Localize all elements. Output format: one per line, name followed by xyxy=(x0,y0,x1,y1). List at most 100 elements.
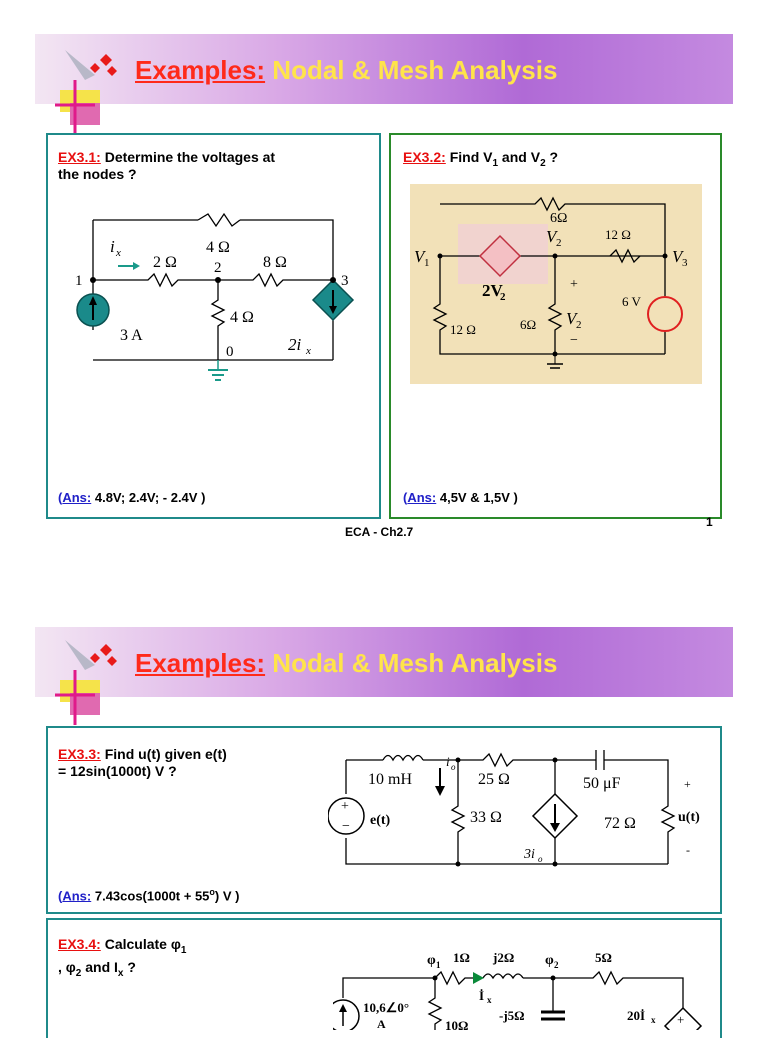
polarity-sign: - xyxy=(686,843,690,857)
subscript: 1 xyxy=(180,944,187,956)
node-voltage-label: V xyxy=(672,247,685,266)
resistor-label: 10Ω xyxy=(445,1018,468,1030)
subscript: x xyxy=(117,967,124,979)
resistor-label: 4 Ω xyxy=(230,309,254,326)
circuit-diagram-3-2: 6Ω 12 Ω 12 Ω 6Ω V 1 V 2 V 3 2V 2 6 V + −… xyxy=(410,184,702,384)
slide-1: Examples: Nodal & Mesh Analysis EX3.1: D… xyxy=(35,34,733,539)
resistor-label: 72 Ω xyxy=(604,815,636,832)
question-text: the nodes ? xyxy=(58,166,137,182)
dependent-source-label: 3i xyxy=(523,847,535,862)
node-label: 3 xyxy=(341,273,349,289)
current-subscript: x xyxy=(487,995,492,1005)
page-number: 1 xyxy=(706,515,713,529)
example-label: EX3.3: xyxy=(58,746,101,762)
node-voltage-label: V xyxy=(546,227,559,246)
resistor-label: 8 Ω xyxy=(263,254,287,271)
example-3-1-question: EX3.1: Determine the voltages at the nod… xyxy=(58,149,275,183)
svg-text:+: + xyxy=(341,799,349,814)
question-text: and V xyxy=(498,149,541,165)
dependent-source-subscript: x xyxy=(305,345,311,357)
current-source-label: 3 A xyxy=(120,327,143,344)
page-title: Examples: Nodal & Mesh Analysis xyxy=(135,55,557,86)
svg-text:+: + xyxy=(677,1012,684,1027)
resistor-label: 1Ω xyxy=(453,950,470,965)
dependent-source-label: 2V xyxy=(482,281,504,300)
footer-chapter: ECA - Ch2.7 xyxy=(345,525,414,539)
example-3-3-question: EX3.3: Find u(t) given e(t) = 12sin(1000… xyxy=(58,746,227,780)
node-voltage-subscript: 3 xyxy=(682,257,688,269)
voltage-source-label: e(t) xyxy=(370,813,391,828)
voltage-subscript: 2 xyxy=(576,319,582,331)
current-ix-label: i xyxy=(110,237,115,256)
example-3-3-answer: (Ans: 7.43cos(1000t + 55o) V ) xyxy=(58,884,239,904)
resistor-label: 6Ω xyxy=(520,317,536,332)
node-voltage-label: V xyxy=(414,247,427,266)
capacitor-label: 50 μF xyxy=(583,775,621,792)
node-potential-subscript: 2 xyxy=(554,960,559,970)
current-ix-subscript: x xyxy=(115,247,121,259)
slide-2: Examples: Nodal & Mesh Analysis EX3.3: F… xyxy=(0,590,768,1038)
question-text: ? xyxy=(545,149,559,165)
example-3-1-panel: EX3.1: Determine the voltages at the nod… xyxy=(46,133,381,519)
dependent-source-label: 2i xyxy=(288,335,302,354)
node-potential-label: φ xyxy=(545,953,554,968)
answer-superscript: o xyxy=(209,887,215,897)
inductor-label: j2Ω xyxy=(492,950,514,965)
resistor-label: 2 Ω xyxy=(153,254,177,271)
example-label: EX3.2: xyxy=(403,149,446,165)
question-text: Find V xyxy=(445,149,493,165)
example-3-4-panel: EX3.4: Calculate φ1 , φ2 and Ix ? + φ 1 … xyxy=(46,918,722,1038)
answer-paren: ( xyxy=(58,490,63,505)
resistor-label: 12 Ω xyxy=(450,322,476,337)
dependent-source-subscript: x xyxy=(651,1015,656,1025)
question-text: = 12sin(1000t) V ? xyxy=(58,763,177,779)
current-label: İ xyxy=(479,988,484,1003)
question-text: Calculate φ xyxy=(100,936,181,952)
node-voltage-subscript: 1 xyxy=(424,257,430,269)
resistor-label: 12 Ω xyxy=(605,227,631,242)
answer-label: Ans: xyxy=(62,490,92,505)
subscript: 2 xyxy=(75,967,82,979)
question-text: ? xyxy=(123,958,136,975)
example-3-4-question: EX3.4: Calculate φ1 , φ2 and Ix ? xyxy=(58,936,186,982)
answer-value: 7.43cos(1000t + 55 xyxy=(91,888,210,904)
page-title: Examples: Nodal & Mesh Analysis xyxy=(135,648,557,679)
answer-label: Ans: xyxy=(407,490,437,505)
node-voltage-subscript: 2 xyxy=(556,237,562,249)
resistor-label: 5Ω xyxy=(595,950,612,965)
title-keyword: Examples: xyxy=(135,55,266,85)
example-label: EX3.4: xyxy=(58,936,101,952)
slide-header-band xyxy=(35,34,733,104)
circuit-diagram-3-1: i x 4 Ω 2 Ω 8 Ω 4 Ω 3 A 2i x 1 2 3 0 xyxy=(75,212,355,381)
current-label: i xyxy=(446,754,450,769)
answer-value: 4,5V & 1,5V ) xyxy=(436,490,518,505)
example-label: EX3.1: xyxy=(58,149,101,165)
node-label: 0 xyxy=(226,344,234,360)
current-subscript: o xyxy=(451,762,456,772)
polarity-sign: + xyxy=(570,277,578,292)
voltage-label: V xyxy=(566,309,579,328)
title-text: Nodal & Mesh Analysis xyxy=(265,55,558,85)
output-voltage-label: u(t) xyxy=(678,810,700,825)
logo-icon xyxy=(55,50,117,135)
voltage-source-label: 6 V xyxy=(622,294,642,309)
example-3-2-question: EX3.2: Find V1 and V2 ? xyxy=(403,149,558,172)
resistor-label: 4 Ω xyxy=(206,239,230,256)
slide-header-band xyxy=(35,627,733,697)
node-label: 1 xyxy=(75,273,83,289)
title-keyword: Examples: xyxy=(135,648,266,678)
example-3-2-panel: EX3.2: Find V1 and V2 ? 6Ω 12 Ω 12 Ω 6Ω xyxy=(389,133,722,519)
answer-value: ) V ) xyxy=(214,888,240,904)
circuit-diagram-3-4: + φ 1 1Ω j2Ω φ 2 5Ω İ x 10,6∠0° A 10Ω -j… xyxy=(333,950,703,1030)
title-text: Nodal & Mesh Analysis xyxy=(265,648,558,678)
dependent-source-subscript: 2 xyxy=(500,291,506,303)
answer-value: 4.8V; 2.4V; - 2.4V ) xyxy=(91,490,206,505)
dependent-source-label: 20İ xyxy=(627,1008,645,1023)
circuit-diagram-3-3: + − 10 mH i o 25 Ω 33 Ω 50 μF 72 Ω e(t) … xyxy=(328,750,700,867)
resistor-label: 25 Ω xyxy=(478,771,510,788)
answer-paren: ( xyxy=(58,888,63,904)
resistor-label: 6Ω xyxy=(550,211,567,226)
resistor-label: 33 Ω xyxy=(470,809,502,826)
current-source-label: 10,6∠0° xyxy=(363,1000,409,1015)
subscript: 1 xyxy=(492,157,499,169)
